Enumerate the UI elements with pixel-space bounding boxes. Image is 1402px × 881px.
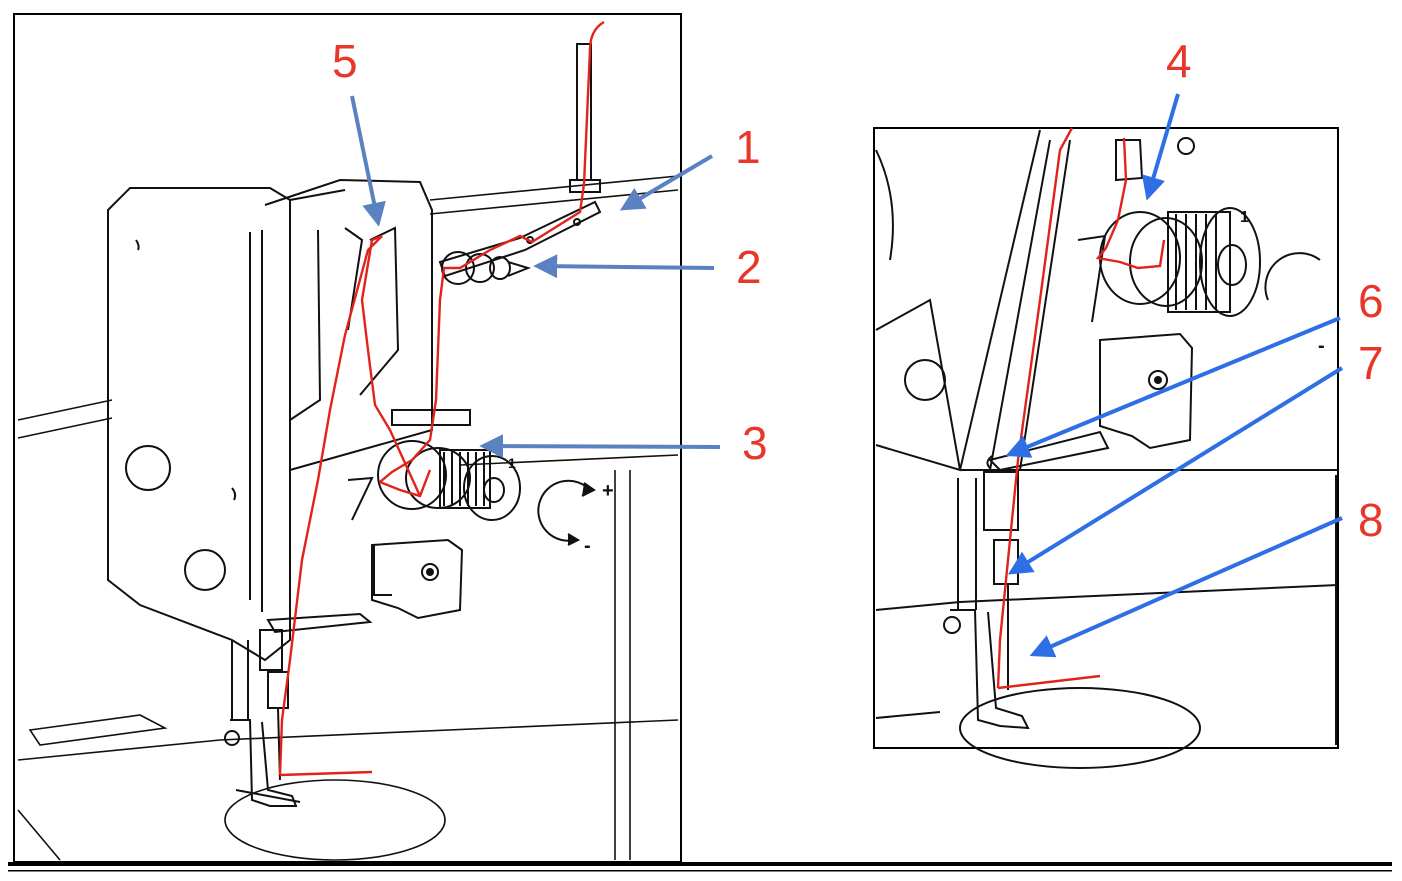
callout-8: 8 <box>1358 494 1384 546</box>
right-tension-knob <box>1077 137 1321 323</box>
left-panel: 1 + - <box>13 13 721 863</box>
arrow-2 <box>533 254 715 279</box>
callout-4: 4 <box>1166 35 1192 87</box>
arrow-3 <box>479 434 721 459</box>
machine-table <box>17 175 679 861</box>
callout-6: 6 <box>1358 275 1384 327</box>
pretension-unit <box>441 251 532 285</box>
callout-5: 5 <box>332 35 358 87</box>
arrow-8 <box>1029 516 1343 658</box>
lever-block <box>371 538 464 620</box>
right-panel: 1 - <box>873 93 1344 769</box>
right-lever-block <box>1099 332 1194 450</box>
left-panel-frame <box>13 13 682 863</box>
rotation-minus: - <box>584 535 591 557</box>
callout-3: 3 <box>742 417 768 469</box>
right-head-casing <box>875 129 1339 769</box>
arrow-4 <box>1141 93 1180 201</box>
needle-bar <box>224 612 373 807</box>
left-knob-number: 1 <box>508 455 516 471</box>
left-callout-arrows <box>350 95 721 459</box>
rotation-plus: + <box>602 480 614 502</box>
right-callout-arrows <box>1005 93 1344 658</box>
right-needle-area <box>943 430 1110 730</box>
callout-7: 7 <box>1358 337 1384 389</box>
thread-path-left <box>278 20 605 777</box>
arrow-7 <box>1007 366 1344 575</box>
arrow-5 <box>350 95 386 227</box>
head-casing <box>107 178 433 662</box>
callout-1: 1 <box>735 121 761 173</box>
right-rotation-minus: - <box>1318 335 1325 357</box>
right-knob-number: 1 <box>1240 209 1249 226</box>
callout-2: 2 <box>736 241 762 293</box>
bottom-rule <box>8 862 1392 872</box>
thread-path-right <box>996 127 1166 690</box>
right-panel-frame <box>873 127 1339 749</box>
rotation-indicator <box>537 479 596 546</box>
arrow-1 <box>619 154 714 211</box>
arrow-6 <box>1005 316 1341 458</box>
